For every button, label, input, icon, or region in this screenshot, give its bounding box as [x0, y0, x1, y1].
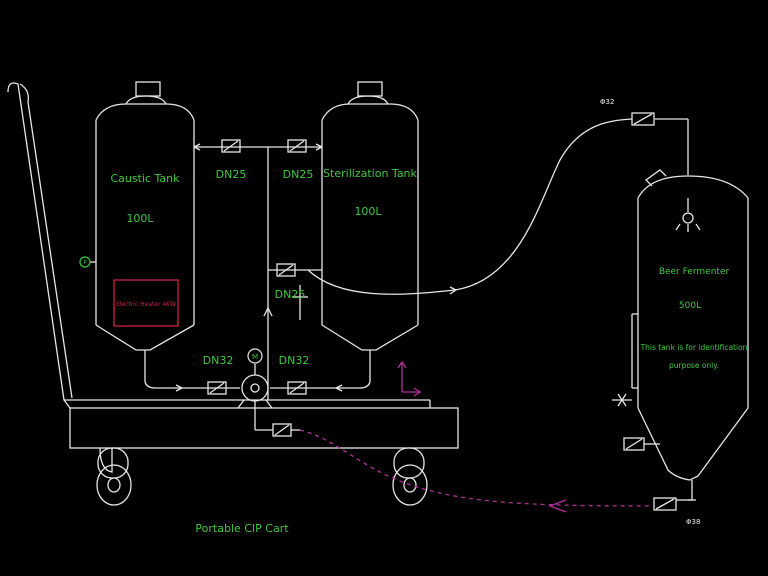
pipe-label-dn32-left: DN32: [203, 354, 234, 367]
pipe-label-dn25-right: DN25: [283, 168, 314, 181]
supply-valve: [276, 263, 296, 277]
caustic-tank-volume: 100L: [126, 212, 154, 225]
fermenter-note-line1: This tank is for identification: [640, 343, 748, 352]
gauge-symbol: P: [83, 260, 86, 266]
caustic-tank-name: Caustic Tank: [110, 172, 180, 185]
bottom-valve-left: [207, 381, 227, 395]
fermenter-volume: 500L: [679, 301, 701, 311]
pipe-label-dn32-right: DN32: [279, 354, 310, 367]
motor-symbol: M: [252, 353, 258, 361]
cart-label: Portable CIP Cart: [195, 522, 289, 535]
fermenter-inlet-valve: [631, 112, 655, 126]
spray-ball-icon: [675, 198, 701, 232]
top-valve-left: [221, 139, 241, 153]
bottom-valve-right: [287, 381, 307, 395]
bottom-pipe: [144, 381, 371, 392]
beer-fermenter: [631, 169, 749, 501]
sterilization-tank: [321, 81, 419, 382]
fermenter-note-line2: purpose only.: [669, 361, 719, 370]
side-valve: [612, 393, 632, 407]
pipe-label-dn25-lower: DN25: [275, 288, 306, 301]
return-line: [299, 429, 651, 507]
cart-wheel-left: [96, 447, 132, 506]
top-valve-right: [287, 139, 307, 153]
pump: M: [237, 348, 273, 430]
sterilization-tank-name: Sterilization Tank: [323, 167, 417, 180]
electric-heater-box: [113, 279, 179, 327]
return-arrow-icon: [548, 499, 567, 513]
axis-indicator: [397, 360, 422, 397]
top-pipe: [193, 143, 323, 400]
pressure-gauge: P: [79, 256, 96, 268]
fermenter-name: Beer Fermenter: [659, 267, 730, 277]
supply-line: [307, 118, 689, 295]
caustic-tank: [95, 81, 195, 382]
electric-heater-label: Electric Heater 4KW: [116, 301, 176, 308]
motor-icon: [247, 348, 263, 364]
pipe-label-dn25-left: DN25: [216, 168, 247, 181]
sterilization-tank-volume: 100L: [354, 205, 382, 218]
return-valve: [255, 423, 300, 437]
fermenter-outlet-valve: [653, 497, 692, 511]
cart-frame: [7, 82, 459, 449]
fitting-label-bottom: Φ38: [686, 518, 700, 526]
sample-valve: [623, 437, 660, 451]
cart-wheel-right: [392, 447, 428, 506]
fitting-label-top: Φ32: [600, 98, 614, 106]
